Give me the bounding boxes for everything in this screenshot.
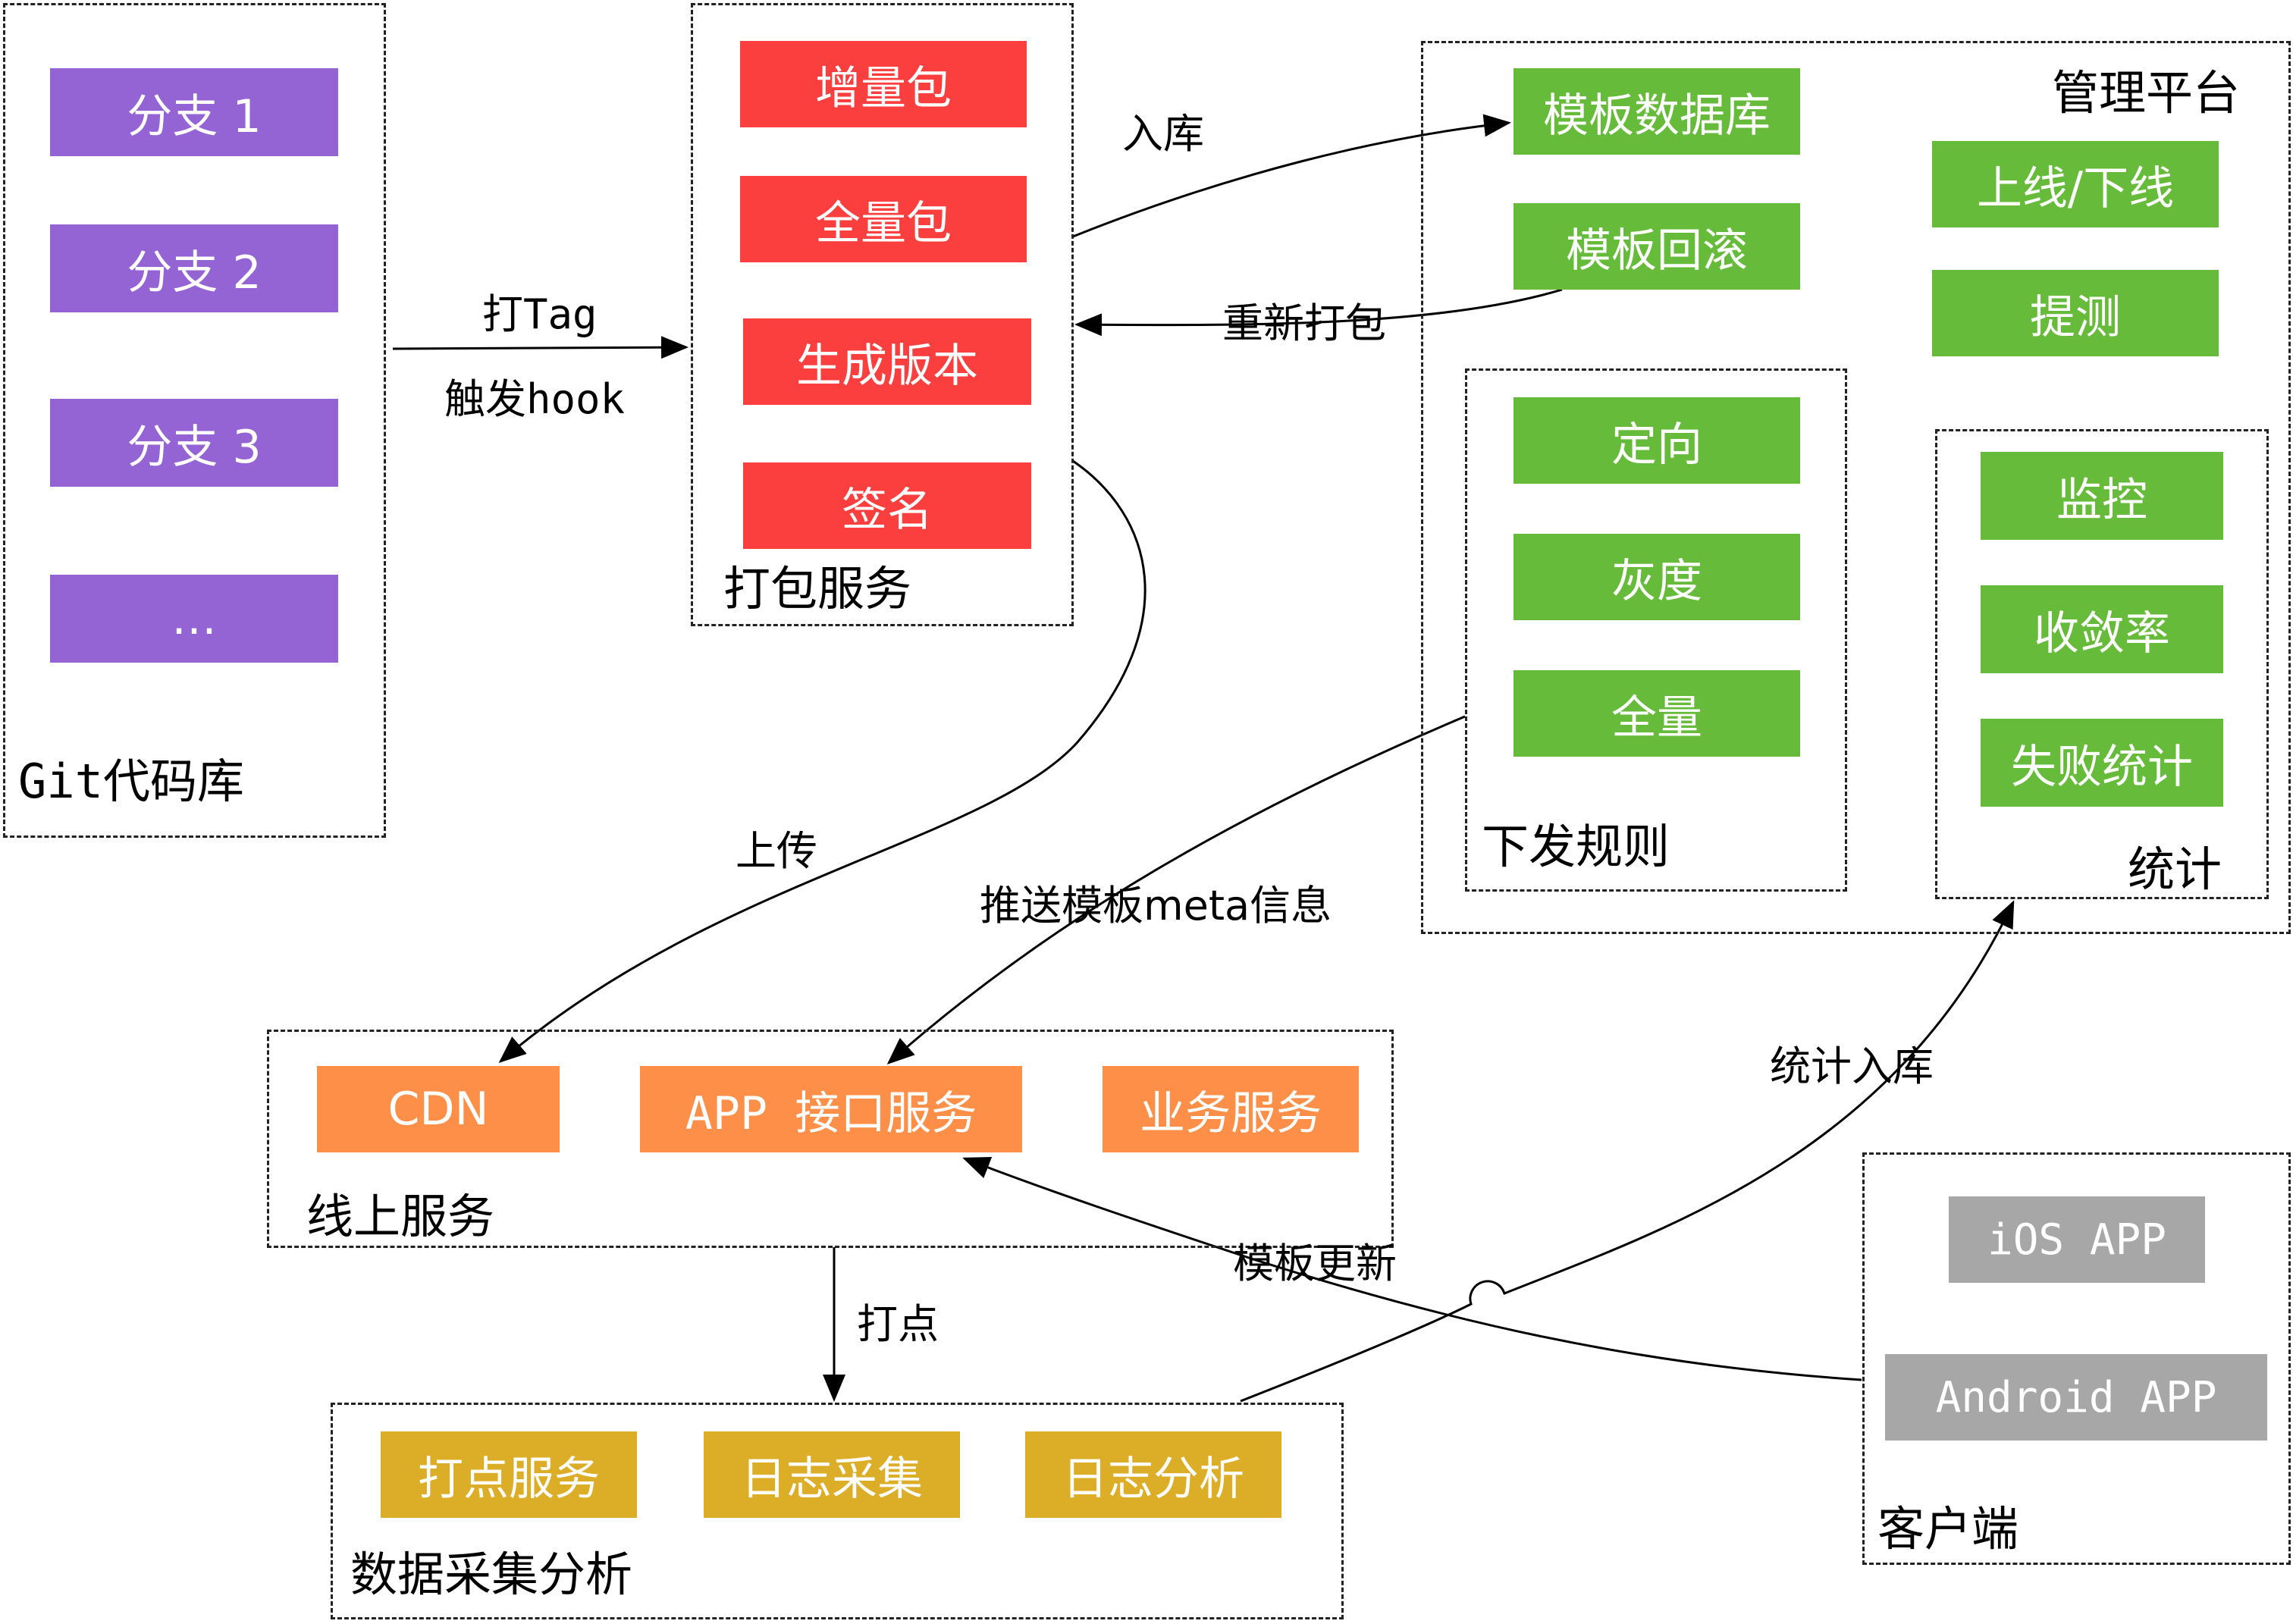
edge-label-template-update: 模板更新 xyxy=(1233,1240,1397,1287)
group-rules-label: 下发规则 xyxy=(1482,819,1670,874)
group-stats xyxy=(1935,429,2269,899)
node-biz-service[interactable]: 业务服务 xyxy=(1103,1066,1359,1152)
node-full-release[interactable]: 全量 xyxy=(1514,670,1800,757)
node-monitor[interactable]: 监控 xyxy=(1981,452,2223,540)
group-online-label: 线上服务 xyxy=(306,1189,495,1244)
group-rules xyxy=(1465,368,1847,892)
node-branch-2[interactable]: 分支 2 xyxy=(50,224,338,312)
group-client-label: 客户端 xyxy=(1877,1501,2019,1557)
edge-label-store: 入库 xyxy=(1122,110,1204,158)
node-full-pkg[interactable]: 全量包 xyxy=(740,176,1027,262)
node-online-offline[interactable]: 上线/下线 xyxy=(1932,141,2219,227)
edge-upload xyxy=(498,459,1146,1063)
edge-label-tag: 打Tag xyxy=(482,290,598,338)
group-git xyxy=(3,3,386,838)
node-incremental[interactable]: 增量包 xyxy=(740,41,1027,127)
group-data-label: 数据采集分析 xyxy=(350,1547,633,1602)
edge-stats-store xyxy=(1240,900,2015,1403)
edge-repack xyxy=(1074,288,1563,337)
group-online xyxy=(267,1030,1394,1248)
edge-tag-hook xyxy=(392,336,689,359)
node-template-db[interactable]: 模板数据库 xyxy=(1514,68,1800,155)
node-branch-more[interactable]: … xyxy=(50,575,338,663)
node-testing[interactable]: 提测 xyxy=(1932,270,2219,356)
node-tracking-service[interactable]: 打点服务 xyxy=(381,1431,637,1518)
group-data xyxy=(331,1403,1344,1619)
node-log-collect[interactable]: 日志采集 xyxy=(704,1431,960,1518)
edge-label-stats-store: 统计入库 xyxy=(1770,1042,1934,1090)
node-template-rollback[interactable]: 模板回滚 xyxy=(1514,203,1800,290)
edge-label-upload: 上传 xyxy=(736,827,817,875)
node-ios-app[interactable]: iOS APP xyxy=(1949,1196,2205,1283)
edge-label-hook: 触发hook xyxy=(444,375,626,423)
edge-label-repack: 重新打包 xyxy=(1222,299,1386,347)
node-android-app[interactable]: Android APP xyxy=(1885,1354,2267,1441)
node-app-api[interactable]: APP 接口服务 xyxy=(640,1066,1022,1152)
node-log-analysis[interactable]: 日志分析 xyxy=(1025,1431,1281,1518)
edge-label-tracking: 打点 xyxy=(857,1300,939,1348)
group-client xyxy=(1862,1152,2291,1565)
node-branch-3[interactable]: 分支 3 xyxy=(50,399,338,487)
group-mgmt xyxy=(1421,41,2291,934)
node-targeted[interactable]: 定向 xyxy=(1514,397,1800,484)
node-failure-stats[interactable]: 失败统计 xyxy=(1981,719,2223,807)
node-cdn[interactable]: CDN xyxy=(317,1066,560,1152)
node-convergence[interactable]: 收敛率 xyxy=(1981,585,2223,673)
node-sign[interactable]: 签名 xyxy=(743,462,1031,549)
group-git-label: Git代码库 xyxy=(18,754,244,809)
group-stats-label: 统计 xyxy=(2128,842,2222,897)
edge-template-update xyxy=(962,1156,1862,1381)
edge-store xyxy=(1072,114,1511,238)
node-grayscale[interactable]: 灰度 xyxy=(1514,534,1800,620)
edge-label-push-meta: 推送模板meta信息 xyxy=(980,882,1332,930)
group-mgmt-label: 管理平台 xyxy=(2052,65,2241,121)
edge-push-meta xyxy=(886,715,1466,1064)
group-pack-label: 打包服务 xyxy=(723,561,912,616)
node-branch-1[interactable]: 分支 1 xyxy=(50,68,338,156)
group-pack xyxy=(691,3,1074,626)
node-gen-version[interactable]: 生成版本 xyxy=(743,318,1031,405)
